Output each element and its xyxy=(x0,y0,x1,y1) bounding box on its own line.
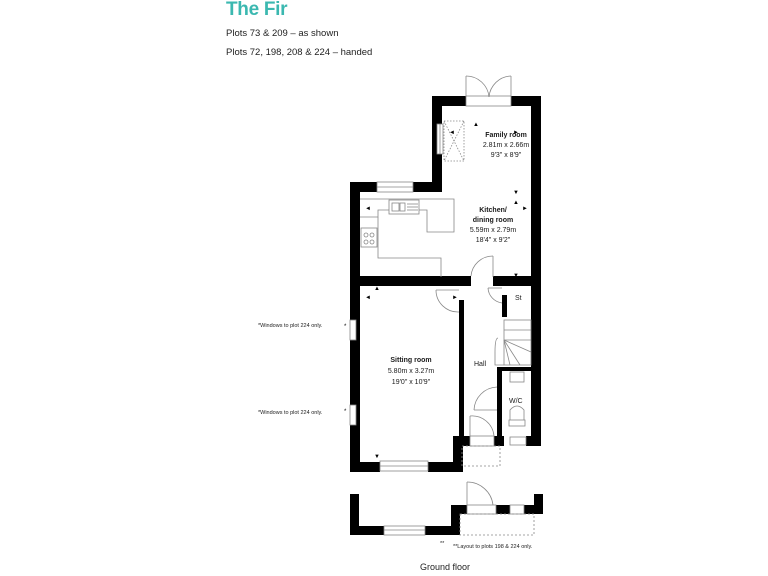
svg-text:►: ► xyxy=(513,130,519,136)
windows-note-lower: *Windows to plot 224 only. xyxy=(258,410,323,416)
plots-as-shown: Plots 73 & 209 – as shown xyxy=(226,28,339,39)
svg-text:◄: ◄ xyxy=(365,206,371,212)
store-label: St xyxy=(515,295,522,302)
room-name: Family room xyxy=(485,132,527,139)
plan-title: The Fir xyxy=(226,0,288,20)
room-name: Sitting room xyxy=(390,357,432,364)
svg-text:▼: ▼ xyxy=(374,454,380,460)
room-imperial: 18'4" x 9'2" xyxy=(475,237,511,244)
room-metric: 5.59m x 2.79m xyxy=(469,227,517,234)
svg-text:◄: ◄ xyxy=(365,295,371,301)
layout-note: **Layout to plots 198 & 224 only. xyxy=(453,544,533,550)
wc-label: W/C xyxy=(509,398,523,405)
svg-text:◄: ◄ xyxy=(449,130,455,136)
plots-handed: Plots 72, 198, 208 & 224 – handed xyxy=(226,47,373,58)
floor-label: Ground floor xyxy=(420,562,471,572)
room-name-line1: Kitchen/ xyxy=(479,207,507,214)
room-metric: 2.81m x 2.66m xyxy=(482,142,530,149)
dimension-markers: ▲ ► ◄ ▼ ▲ ◄ ► ▼ ▲ ◄ ► ▼ xyxy=(365,122,528,460)
windows-note-upper: *Windows to plot 224 only. xyxy=(258,323,323,329)
svg-text:►: ► xyxy=(452,295,458,301)
room-imperial: 19'0" x 10'9" xyxy=(391,379,431,386)
room-name-line2: dining room xyxy=(472,217,514,224)
svg-text:*: * xyxy=(344,324,347,330)
kitchen-units xyxy=(360,120,465,277)
windows xyxy=(349,123,527,536)
wc-fixtures xyxy=(508,371,526,427)
svg-text:▲: ▲ xyxy=(374,286,380,292)
room-imperial: 9'3" x 8'9" xyxy=(490,152,522,159)
svg-text:▼: ▼ xyxy=(513,190,519,196)
svg-text:*: * xyxy=(344,409,347,415)
doors xyxy=(435,75,535,536)
svg-text:▲: ▲ xyxy=(473,122,479,128)
svg-text:▲: ▲ xyxy=(513,200,519,206)
layout-marker: ** xyxy=(440,541,445,547)
room-metric: 5.80m x 3.27m xyxy=(387,368,435,375)
family-room-label: Family room 2.81m x 2.66m 9'3" x 8'9" xyxy=(472,131,540,161)
hall-label: Hall xyxy=(474,361,487,368)
walls xyxy=(350,96,543,535)
kitchen-label: Kitchen/ dining room 5.59m x 2.79m 18'4"… xyxy=(459,206,527,246)
svg-text:►: ► xyxy=(522,206,528,212)
sitting-room-label: Sitting room 5.80m x 3.27m 19'0" x 10'9" xyxy=(376,355,446,388)
staircase xyxy=(494,319,532,366)
svg-text:▼: ▼ xyxy=(513,273,519,279)
